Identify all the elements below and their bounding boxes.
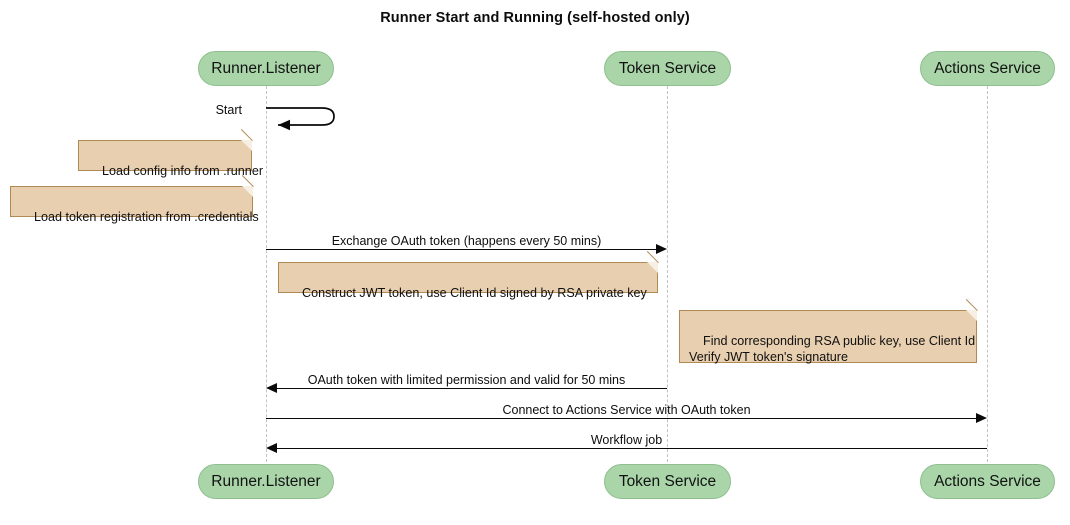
message-line-workflow-job [277,448,987,449]
participant-token-service-top[interactable]: Token Service [604,51,731,86]
message-arrowhead-workflow-job [266,443,277,453]
note-verify-jwt: Find corresponding RSA public key, use C… [679,299,977,364]
note-text: Construct JWT token, use Client Id signe… [302,286,647,300]
message-label-workflow-job: Workflow job [590,433,663,447]
note-text: Load token registration from .credential… [34,210,259,224]
lifeline-runner [266,86,267,462]
participant-label: Actions Service [934,59,1041,77]
participant-runner-listener-bottom[interactable]: Runner.Listener [198,464,334,499]
participant-label: Runner.Listener [211,472,321,490]
message-label-exchange-oauth-token: Exchange OAuth token (happens every 50 m… [331,234,602,248]
participant-actions-service-bottom[interactable]: Actions Service [920,464,1055,499]
participant-label: Actions Service [934,472,1041,490]
lifeline-token [667,86,668,462]
participant-runner-listener-top[interactable]: Runner.Listener [198,51,334,86]
message-label-oauth-token-reply: OAuth token with limited permission and … [307,373,626,387]
note-text: Find corresponding RSA public key, use C… [689,334,976,364]
participant-label: Token Service [618,59,717,77]
note-fold-edge [965,299,977,311]
note-fold-icon [241,140,252,151]
lifeline-actions [987,86,988,462]
message-arrowhead-oauth-token-reply [266,383,277,393]
message-line-exchange-oauth-token [266,249,656,250]
participant-token-service-bottom[interactable]: Token Service [604,464,731,499]
message-label-start: Start [215,103,242,117]
note-fold-icon [966,310,977,321]
self-message-start [266,107,335,131]
note-construct-jwt: Construct JWT token, use Client Id signe… [278,251,658,300]
message-arrowhead-connect-actions-service [976,413,987,423]
message-label-connect-actions-service: Connect to Actions Service with OAuth to… [502,403,751,417]
note-load-token-registration: Load token registration from .credential… [10,175,259,224]
message-line-oauth-token-reply [277,388,667,389]
note-fold-edge [240,129,252,141]
participant-label: Token Service [618,472,717,490]
note-text: Load config info from .runner [102,164,264,178]
participant-actions-service-top[interactable]: Actions Service [920,51,1055,86]
note-load-config: Load config info from .runner [78,129,263,178]
message-arrowhead-exchange-oauth-token [656,244,667,254]
note-fold-icon [647,262,658,273]
participant-label: Runner.Listener [211,59,321,77]
page-title: Runner Start and Running (self-hosted on… [380,10,690,26]
message-line-connect-actions-service [266,418,976,419]
note-fold-icon [242,186,253,197]
